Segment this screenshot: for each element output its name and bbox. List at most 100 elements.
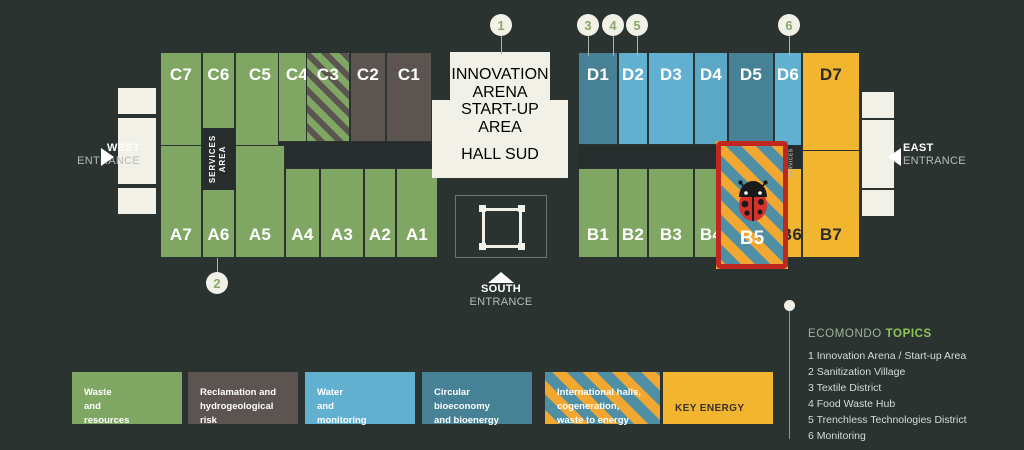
hall-block-C2[interactable]: C2: [350, 52, 386, 142]
legend-reclamation-line2: hydrogeological: [200, 400, 274, 412]
hall-label-C7: C7: [169, 65, 193, 84]
legend-reclamation-line3: risk: [200, 414, 217, 426]
legend-international-line2: cogeneration,: [557, 400, 620, 412]
south-entrance-line2: ENTRANCE: [469, 295, 533, 308]
legend-item-reclamation[interactable]: Reclamation and hydrogeological risk: [188, 372, 298, 426]
west-entrance-structure-mid: [118, 118, 156, 184]
marker-5[interactable]: 5: [626, 14, 648, 36]
hall-block-D5[interactable]: D5: [728, 52, 774, 145]
marker-6-label: 6: [785, 17, 793, 33]
hall-label-B7: B7: [819, 225, 843, 244]
legend-water-line2: and: [317, 400, 334, 412]
south-entrance[interactable]: SOUTH ENTRANCE: [451, 283, 551, 308]
east-entrance-structure-top: [862, 92, 894, 118]
hall-block-B7[interactable]: B7: [802, 150, 860, 258]
hall-label-B3: B3: [659, 225, 683, 244]
hall-block-D4[interactable]: D4: [694, 52, 728, 145]
hall-label-A7: A7: [169, 225, 193, 244]
hall-label-D6: D6: [776, 65, 800, 84]
central-hall-body: [450, 52, 550, 178]
topic-item-3[interactable]: 3 Textile District: [808, 381, 1023, 397]
topic-item-6[interactable]: 6 Monitoring: [808, 429, 1023, 445]
marker-4[interactable]: 4: [602, 14, 624, 36]
hall-block-D2[interactable]: D2: [618, 52, 648, 145]
marker-leader-4: [613, 32, 614, 56]
hall-block-D7[interactable]: D7: [802, 52, 860, 157]
hall-label-A1: A1: [405, 225, 429, 244]
hall-block-A2[interactable]: A2: [364, 168, 396, 258]
topic-1-number: 1: [808, 350, 814, 362]
hall-label-C1: C1: [397, 65, 421, 84]
hall-label-D2: D2: [621, 65, 645, 84]
hall-label-A2: A2: [368, 225, 392, 244]
hall-block-C1[interactable]: C1: [386, 52, 432, 142]
marker-leader-5: [637, 32, 638, 56]
topic-item-4[interactable]: 4 Food Waste Hub: [808, 397, 1023, 413]
marker-leader-1: [501, 32, 502, 54]
hall-block-D1[interactable]: D1: [578, 52, 618, 145]
marker-leader-2: [217, 258, 218, 274]
south-plaza-corner-sw: [479, 243, 486, 250]
topics-connector-line: [789, 311, 790, 439]
west-entrance[interactable]: WEST ENTRANCE: [62, 142, 140, 167]
east-entrance[interactable]: EAST ENTRANCE: [903, 142, 993, 167]
west-entrance-structure-top: [118, 88, 156, 114]
hall-block-C6[interactable]: C6: [202, 52, 235, 131]
marker-3-label: 3: [584, 17, 592, 33]
legend-item-key-energy[interactable]: KEY ENERGY: [663, 372, 773, 424]
topic-5-number: 5: [808, 413, 814, 426]
hall-sud-label: HALL SUD: [432, 146, 568, 164]
hall-label-B5: B5: [739, 228, 765, 249]
hall-block-A6[interactable]: A6: [202, 188, 235, 258]
hall-block-A3[interactable]: A3: [320, 168, 364, 258]
topic-2-number: 2: [808, 365, 814, 378]
topic-item-2[interactable]: 2 Sanitization Village: [808, 365, 1023, 381]
hall-label-A5: A5: [248, 225, 272, 244]
services-area-line1: SERVICES: [208, 134, 218, 184]
hall-block-C3[interactable]: C3: [306, 52, 350, 142]
hall-label-D7: D7: [819, 65, 843, 84]
legend-item-water[interactable]: Water and monitoring: [305, 372, 415, 426]
topic-item-5[interactable]: 5 Trenchless Technologies District: [808, 413, 1023, 429]
hall-block-A7[interactable]: A7: [160, 145, 202, 258]
startup-area-label: START-UP AREA: [450, 101, 550, 137]
hall-block-A1[interactable]: A1: [396, 168, 438, 258]
marker-4-label: 4: [609, 17, 617, 33]
south-plaza-corner-nw: [479, 205, 486, 212]
marker-5-label: 5: [633, 17, 641, 33]
marker-leader-6: [789, 32, 790, 56]
central-hall-wing-right: [546, 100, 568, 178]
hall-block-A5[interactable]: A5: [235, 145, 285, 258]
legend-circular-line2: bioeconomy: [434, 400, 490, 412]
topic-item-1[interactable]: 1 Innovation Arena / Start-up Area: [808, 349, 1023, 365]
central-hall-wing-left: [432, 100, 454, 178]
marker-1[interactable]: 1: [490, 14, 512, 36]
legend-item-waste[interactable]: Waste and resources: [72, 372, 182, 426]
hall-block-B2[interactable]: B2: [618, 168, 648, 258]
topic-1-text: Innovation Arena / Start-up Area: [816, 350, 967, 362]
hall-block-B3[interactable]: B3: [648, 168, 694, 258]
legend-item-circular-bioeconomy[interactable]: Circular bioeconomy and bioenergy: [422, 372, 532, 426]
arrow-left-icon: [888, 148, 901, 166]
topic-6-number: 6: [808, 429, 814, 442]
innovation-arena-label: INNOVATION ARENA: [450, 66, 550, 102]
marker-2[interactable]: 2: [206, 272, 228, 294]
hall-label-A6: A6: [207, 225, 230, 244]
hall-block-A4[interactable]: A4: [285, 168, 320, 258]
hall-sud-title: HALL SUD: [461, 146, 539, 163]
legend-item-international[interactable]: International halls, cogeneration, waste…: [545, 372, 660, 426]
hall-label-B2: B2: [621, 225, 645, 244]
arrow-up-icon: [488, 272, 514, 283]
south-plaza-corner-ne: [518, 205, 525, 212]
topics-connector-dot: [784, 300, 795, 311]
hall-label-A3: A3: [330, 225, 354, 244]
ladybug-icon: [738, 180, 768, 221]
marker-6[interactable]: 6: [778, 14, 800, 36]
hall-block-D3[interactable]: D3: [648, 52, 694, 145]
hall-block-B1[interactable]: B1: [578, 168, 618, 258]
marker-2-label: 2: [213, 275, 221, 291]
topic-3-number: 3: [808, 381, 814, 394]
marker-3[interactable]: 3: [577, 14, 599, 36]
